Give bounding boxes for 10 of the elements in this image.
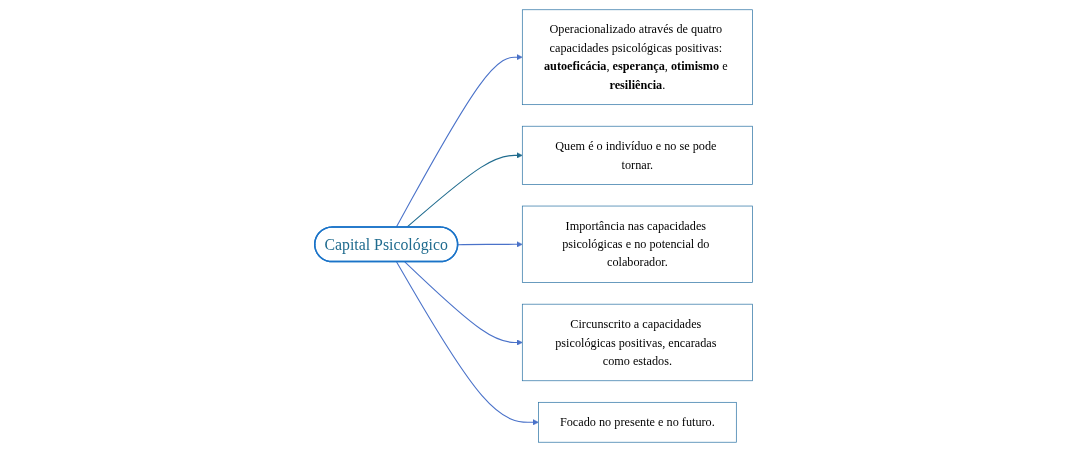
- node-box: Quem é o indivíduo e no se pode tornar.: [522, 125, 754, 185]
- arrow: [396, 54, 524, 228]
- node-box: Operacionalizado através de quatro capacidades psicológicas positivas: autoeficácia, esperança, otimismo e resiliência.: [522, 9, 754, 105]
- node-box: Circunscrito a capacidades psicológicas positivas, encaradas como estados.: [522, 303, 754, 382]
- arrow: [404, 261, 524, 346]
- node-box: Focado no presente e no futuro.: [538, 401, 738, 443]
- arrow: [457, 241, 524, 248]
- node-box: Importância nas capacidades psicológicas e no potencial do colaborador.: [522, 205, 754, 283]
- arrow: [406, 152, 524, 228]
- arrow: [396, 261, 540, 426]
